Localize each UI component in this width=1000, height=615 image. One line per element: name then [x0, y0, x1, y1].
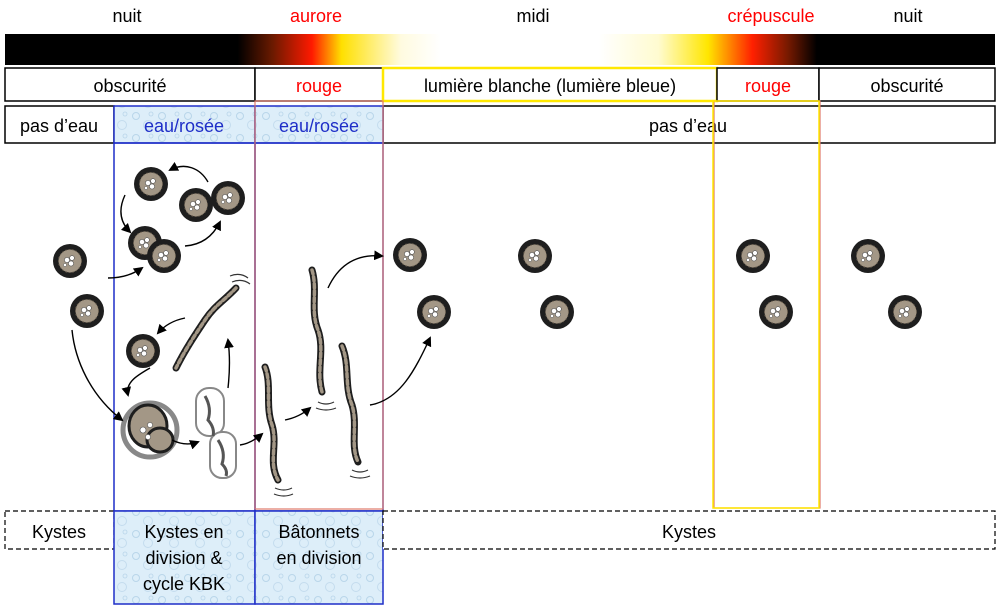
- cyst-icon: [887, 294, 923, 330]
- stage-batonnets-line1: Bâtonnets: [278, 522, 359, 542]
- dusk-yellow-outline: [712, 100, 820, 509]
- text-rouge-dusk: rouge: [745, 76, 791, 96]
- cycle-arrows: [71, 161, 432, 450]
- cell-obscurite-left: [4, 67, 256, 102]
- rod-filament-icon: [261, 363, 282, 484]
- text-eau-rosee-1: eau/rosée: [144, 116, 224, 136]
- stage-kystes-division-box: [113, 510, 256, 605]
- stage-kystes-left: Kystes: [32, 522, 86, 542]
- cyst-icon: [210, 180, 246, 216]
- cyst-icon: [539, 294, 575, 330]
- motion-lines-icon: [229, 273, 371, 497]
- dividing-cyst-icon: [146, 238, 182, 274]
- text-obscurite-left: obscurité: [93, 76, 166, 96]
- cell-lumiere: [381, 66, 719, 103]
- cyst-icon: [52, 243, 88, 279]
- label-crepuscule: crépuscule: [727, 6, 814, 26]
- text-obscurite-right: obscurité: [870, 76, 943, 96]
- cell-rouge-dawn: [254, 67, 384, 102]
- cyst-icon: [69, 293, 105, 329]
- stage-kystes-division-line3: cycle KBK: [143, 574, 225, 594]
- stage-kystes-left-box: [4, 510, 115, 550]
- dawn-red-outline: [254, 100, 384, 510]
- cyst-icon: [850, 238, 886, 274]
- label-nuit-left: nuit: [112, 6, 141, 26]
- rod-filament-icon: [308, 266, 326, 396]
- cyst-icon: [758, 294, 794, 330]
- text-rouge-dawn: rouge: [296, 76, 342, 96]
- cyst-icon: [416, 294, 452, 330]
- light-gradient-bar: [5, 34, 995, 65]
- cell-pas-eau-right: [382, 105, 996, 144]
- light-row: obscurité rouge lumière blanche (lumière…: [4, 66, 996, 103]
- cyst-icon: [392, 237, 428, 273]
- cyst-icon: [735, 238, 771, 274]
- label-nuit-right: nuit: [893, 6, 922, 26]
- stage-batonnets-box: [254, 510, 384, 605]
- cyst-icon: [517, 238, 553, 274]
- cyst-icon: [178, 187, 214, 223]
- label-aurore: aurore: [290, 6, 342, 26]
- cell-pas-eau-left: [4, 105, 115, 144]
- cyst-icon: [125, 333, 161, 369]
- stage-kystes-right-box: [382, 510, 996, 550]
- rod-filament-icon: [172, 284, 240, 372]
- rod-filament-icon: [338, 342, 362, 466]
- capsule-dividing-icon: [195, 387, 237, 479]
- stage-kystes-division-line1: Kystes en: [144, 522, 223, 542]
- water-row: pas d’eau pas d’eau: [4, 105, 996, 144]
- stage-kystes-division-line2: division &: [145, 548, 222, 568]
- text-pas-eau-right: pas d’eau: [649, 116, 727, 136]
- stage-kystes-right: Kystes: [662, 522, 716, 542]
- label-midi: midi: [516, 6, 549, 26]
- text-pas-eau-left: pas d’eau: [20, 116, 98, 136]
- stage-batonnets-line2: en division: [276, 548, 361, 568]
- text-lumiere: lumière blanche (lumière bleue): [424, 76, 676, 96]
- text-eau-rosee-2: eau/rosée: [279, 116, 359, 136]
- cell-obscurite-right: [818, 67, 996, 102]
- dividing-cyst-halo-icon: [120, 400, 180, 460]
- cyst-icon: [133, 166, 169, 202]
